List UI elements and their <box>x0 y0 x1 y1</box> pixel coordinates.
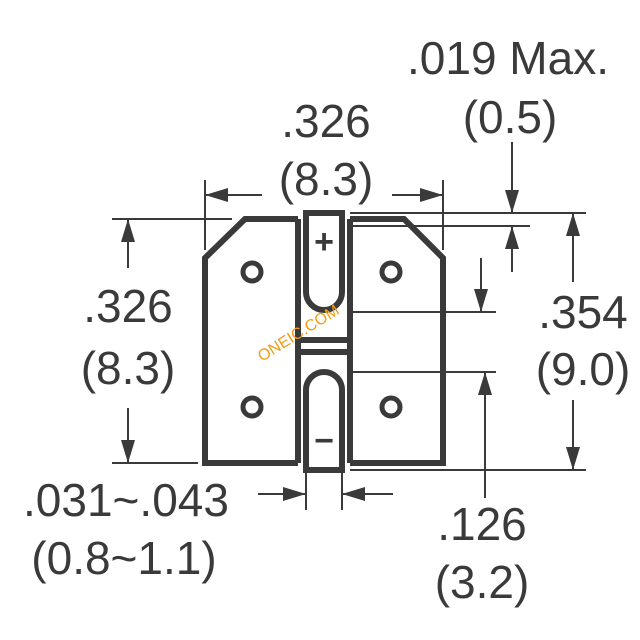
top-width-mm-label: (8.3) <box>279 153 374 205</box>
lead-thickness-arrow-up <box>505 226 519 249</box>
body-left-half <box>202 216 298 466</box>
lead-spacing-in-label: .126 <box>437 498 527 550</box>
right-height-mm-label: (9.0) <box>536 343 631 395</box>
lead-width-in-label: .031~.043 <box>23 474 229 526</box>
mounting-hole-bottom-right <box>379 395 403 419</box>
top-width-arrow-right <box>420 188 443 202</box>
lead-spacing-mm-label: (3.2) <box>435 556 530 608</box>
mounting-hole-top-left <box>240 260 264 284</box>
right-height-arrow-bottom <box>566 447 580 470</box>
negative-symbol: − <box>314 422 334 460</box>
lead-width-arrow-right <box>283 487 306 501</box>
body-right-half <box>350 216 446 466</box>
positive-symbol: + <box>314 223 334 261</box>
left-height-in-label: .326 <box>83 280 173 332</box>
right-height-in-label: .354 <box>538 286 628 338</box>
lead-spacing-arrow-down <box>474 289 488 312</box>
top-width-in-label: .326 <box>281 95 371 147</box>
mounting-hole-bottom-left <box>240 395 264 419</box>
left-height-arrow-top <box>121 219 135 242</box>
lead-thickness-arrow-down <box>505 190 519 213</box>
right-height-arrow-top <box>566 213 580 236</box>
lead-spacing-arrow-up <box>478 372 492 395</box>
left-height-arrow-bottom <box>121 440 135 463</box>
lead-width-mm-label: (0.8~1.1) <box>31 532 216 584</box>
positive-lead <box>303 210 345 313</box>
lead-width-arrow-left <box>342 487 365 501</box>
lead-thickness-mm-label: (0.5) <box>463 91 558 143</box>
mounting-hole-top-right <box>379 260 403 284</box>
lead-thickness-in-label: .019 Max. <box>407 32 609 84</box>
negative-lead <box>303 369 345 473</box>
top-width-arrow-left <box>205 188 228 202</box>
left-height-mm-label: (8.3) <box>81 342 176 394</box>
